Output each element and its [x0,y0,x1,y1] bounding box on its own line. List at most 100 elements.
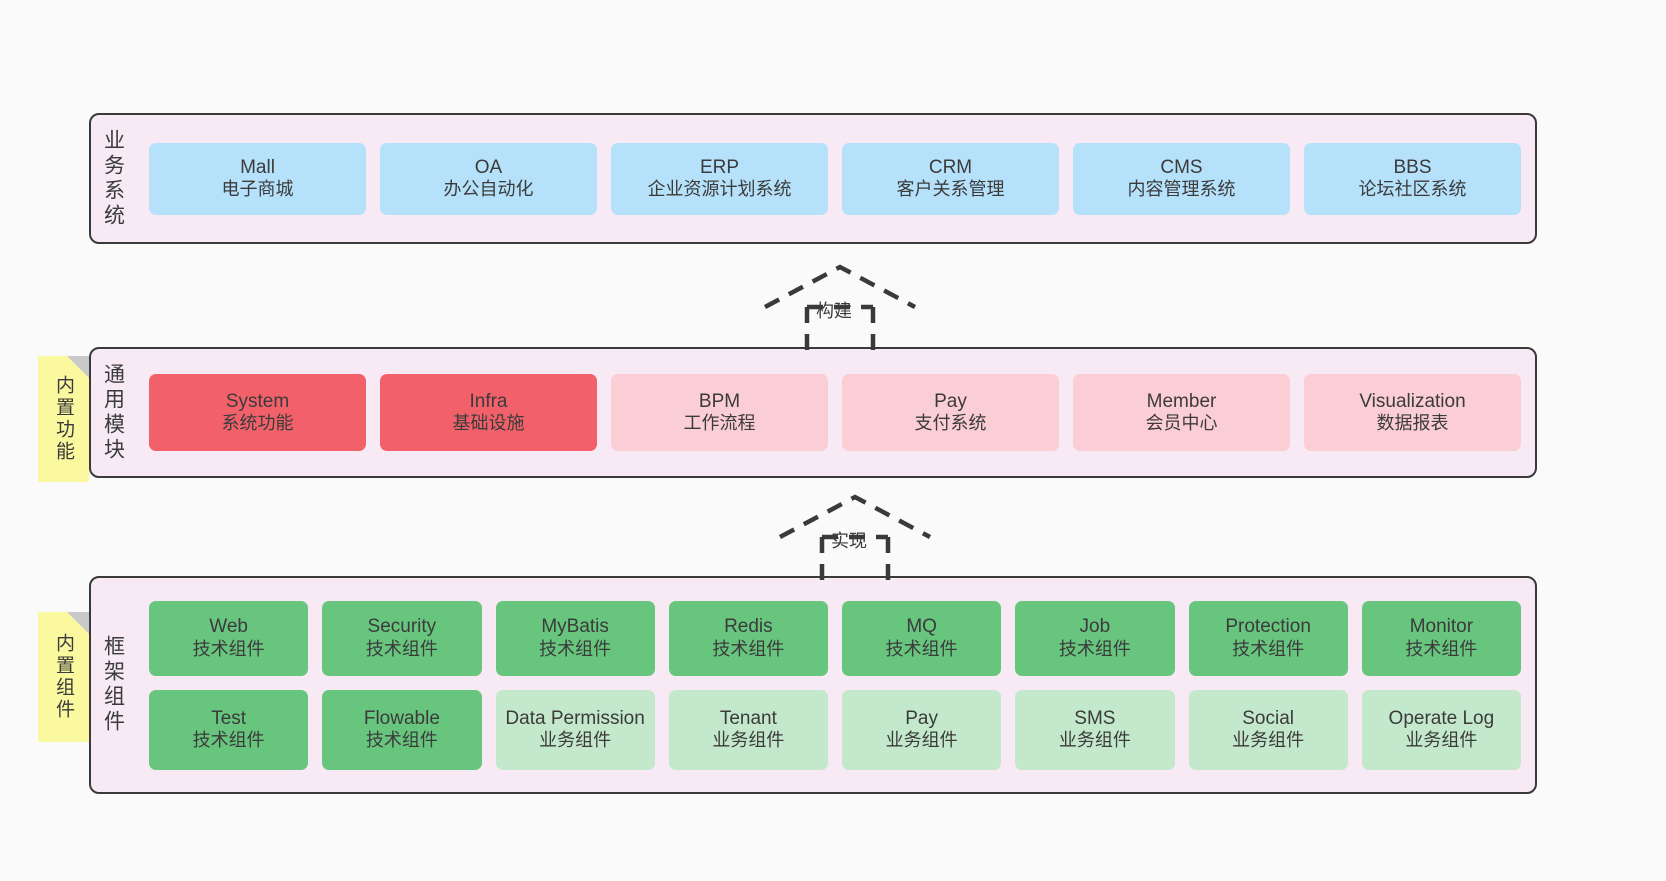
sticky-note-label: 内置功能 [53,375,74,463]
layer-panel-framework-component: 框架组件 Web 技术组件 Security 技术组件 MyBatis 技术组件… [89,576,1537,794]
card-subtitle: 电子商城 [221,179,294,200]
card-subtitle: 技术组件 [365,638,438,659]
layer-body-business-system: Mall 电子商城 OA 办公自动化 ERP 企业资源计划系统 CRM 客户关系… [135,115,1535,242]
layer-label-business-system: 业务系统 [101,128,125,229]
sticky-note-builtin-function: 内置功能 [38,356,89,482]
card-infra[interactable]: Infra 基础设施 [380,374,597,451]
card-subtitle: 企业资源计划系统 [647,179,792,200]
card-pay[interactable]: Pay 支付系统 [842,374,1059,451]
card-title: Redis [724,616,773,638]
card-social[interactable]: Social 业务组件 [1188,689,1348,770]
card-title: CMS [1160,156,1203,178]
card-title: Tenant [719,707,777,729]
card-bbs[interactable]: BBS 论坛社区系统 [1304,142,1521,215]
card-title: OA [474,156,503,178]
card-erp[interactable]: ERP 企业资源计划系统 [611,142,828,215]
card-subtitle: 工作流程 [683,413,756,434]
card-title: Protection [1225,616,1311,638]
card-subtitle: 论坛社区系统 [1358,179,1467,200]
card-title: Data Permission [505,707,645,729]
card-title: SMS [1074,707,1116,729]
card-subtitle: 技术组件 [1058,638,1131,659]
card-subtitle: 客户关系管理 [896,179,1005,200]
card-protection[interactable]: Protection 技术组件 [1188,600,1348,676]
card-subtitle: 业务组件 [1405,730,1478,751]
card-title: BBS [1393,156,1432,178]
card-redis[interactable]: Redis 技术组件 [668,600,828,676]
card-job[interactable]: Job 技术组件 [1015,600,1175,676]
sticky-note-builtin-component: 内置组件 [38,612,89,742]
card-title: Member [1146,390,1217,412]
card-operate-log[interactable]: Operate Log 业务组件 [1361,689,1521,770]
card-bpm[interactable]: BPM 工作流程 [611,374,828,451]
card-visualization[interactable]: Visualization 数据报表 [1304,374,1521,451]
card-subtitle: 技术组件 [192,730,265,751]
card-security[interactable]: Security 技术组件 [322,600,482,676]
sticky-note-label: 内置组件 [53,633,74,721]
card-subtitle: 办公自动化 [443,179,534,200]
card-row: Mall 电子商城 OA 办公自动化 ERP 企业资源计划系统 CRM 客户关系… [149,142,1521,215]
card-flowable[interactable]: Flowable 技术组件 [322,689,482,770]
card-tenant[interactable]: Tenant 业务组件 [668,689,828,770]
card-row: System 系统功能 Infra 基础设施 BPM 工作流程 Pay 支付系统… [149,374,1521,451]
card-web[interactable]: Web 技术组件 [149,600,309,676]
connector-implement-shape [778,494,932,580]
card-subtitle: 业务组件 [885,730,958,751]
card-cms[interactable]: CMS 内容管理系统 [1073,142,1290,215]
card-subtitle: 技术组件 [712,638,785,659]
card-subtitle: 技术组件 [1405,638,1478,659]
layer-body-framework-component: Web 技术组件 Security 技术组件 MyBatis 技术组件 Redi… [135,578,1535,792]
card-subtitle: 业务组件 [1058,730,1131,751]
card-title: System [225,390,290,412]
card-test[interactable]: Test 技术组件 [149,689,309,770]
card-subtitle: 业务组件 [539,730,612,751]
card-system[interactable]: System 系统功能 [149,374,366,451]
card-subtitle: 内容管理系统 [1127,179,1236,200]
card-title: Visualization [1359,390,1466,412]
card-title: CRM [928,156,973,178]
card-member[interactable]: Member 会员中心 [1073,374,1290,451]
card-pay-business[interactable]: Pay 业务组件 [842,689,1002,770]
card-subtitle: 技术组件 [1232,638,1305,659]
card-mybatis[interactable]: MyBatis 技术组件 [495,600,655,676]
card-title: ERP [699,156,740,178]
card-title: Pay [934,390,967,412]
layer-panel-common-module: 通用模块 System 系统功能 Infra 基础设施 BPM 工作流程 Pay… [89,347,1537,478]
card-row: Test 技术组件 Flowable 技术组件 Data Permission … [149,689,1521,770]
card-title: Pay [905,707,938,729]
card-subtitle: 技术组件 [885,638,958,659]
card-subtitle: 技术组件 [365,730,438,751]
card-title: Test [211,707,247,729]
card-subtitle: 支付系统 [914,413,987,434]
card-title: MyBatis [541,616,609,638]
card-subtitle: 业务组件 [1232,730,1305,751]
card-title: Flowable [363,707,440,729]
card-subtitle: 业务组件 [712,730,785,751]
card-title: Operate Log [1388,707,1495,729]
card-subtitle: 数据报表 [1376,413,1449,434]
card-data-permission[interactable]: Data Permission 业务组件 [495,689,655,770]
card-row: Web 技术组件 Security 技术组件 MyBatis 技术组件 Redi… [149,600,1521,676]
connector-build-label: 构建 [816,301,852,321]
card-title: Infra [469,390,508,412]
layer-label-common-module: 通用模块 [101,362,125,463]
card-title: Social [1242,707,1294,729]
card-monitor[interactable]: Monitor 技术组件 [1361,600,1521,676]
connector-implement: 实现 [775,492,935,580]
connector-build-shape [763,264,917,350]
card-mq[interactable]: MQ 技术组件 [842,600,1002,676]
card-subtitle: 系统功能 [221,413,294,434]
card-subtitle: 会员中心 [1145,413,1218,434]
card-subtitle: 技术组件 [539,638,612,659]
card-subtitle: 基础设施 [452,413,525,434]
card-title: Web [209,616,248,638]
card-oa[interactable]: OA 办公自动化 [380,142,597,215]
card-crm[interactable]: CRM 客户关系管理 [842,142,1059,215]
layer-body-common-module: System 系统功能 Infra 基础设施 BPM 工作流程 Pay 支付系统… [135,349,1535,476]
card-mall[interactable]: Mall 电子商城 [149,142,366,215]
card-title: MQ [906,616,937,638]
card-title: BPM [698,390,741,412]
card-sms[interactable]: SMS 业务组件 [1015,689,1175,770]
layer-label-framework-component: 框架组件 [101,635,125,735]
card-title: Mall [240,156,275,178]
